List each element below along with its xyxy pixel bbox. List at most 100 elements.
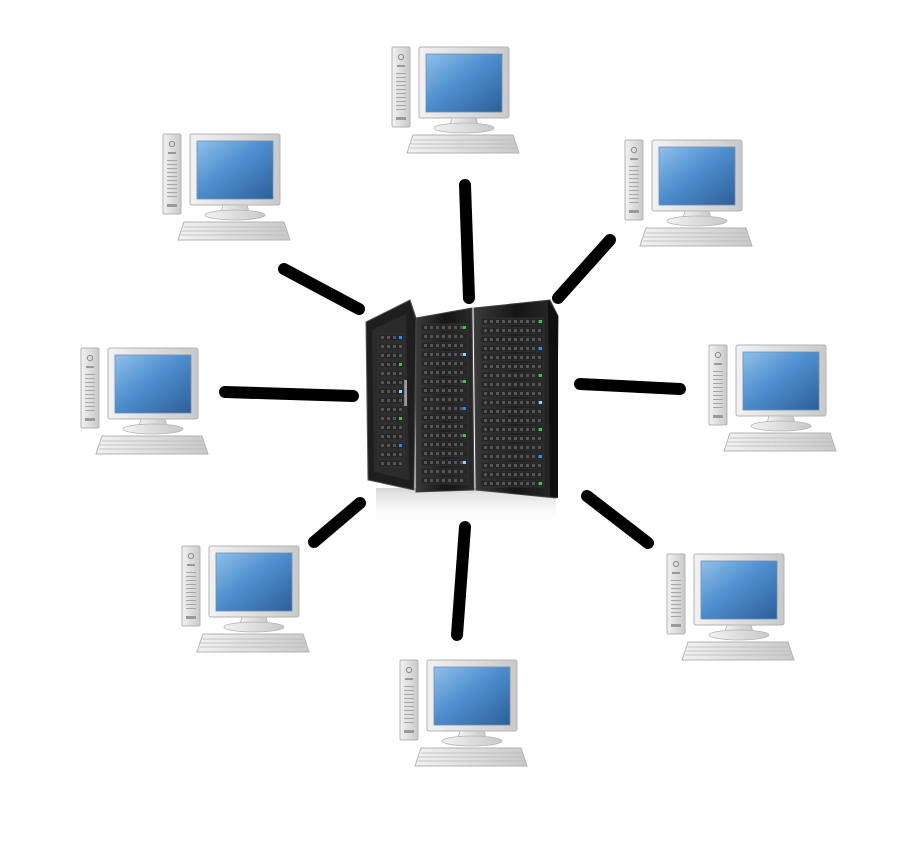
drive-slot: [514, 374, 517, 377]
drive-slot: [460, 407, 463, 410]
drive-slot: [387, 381, 390, 384]
drive-slot: [490, 338, 493, 341]
drive-slot: [484, 320, 487, 323]
drive-slot: [484, 419, 487, 422]
drive-slot: [526, 455, 529, 458]
drive-slot: [526, 464, 529, 467]
drive-slot: [436, 398, 439, 401]
drive-slot: [393, 345, 396, 348]
drive-slot: [520, 464, 523, 467]
drive-slot: [399, 345, 402, 348]
drive-slot: [460, 461, 463, 464]
drive-slot: [393, 408, 396, 411]
drive-slot: [442, 326, 445, 329]
status-led: [539, 374, 542, 377]
drive-slot: [448, 407, 451, 410]
drive-slot: [514, 320, 517, 323]
drive-slot: [381, 363, 384, 366]
drive-slot: [393, 390, 396, 393]
drive-slot: [442, 362, 445, 365]
desktop-computer-icon: [182, 546, 309, 652]
drive-slot: [508, 437, 511, 440]
drive-slot: [532, 392, 535, 395]
status-led: [399, 336, 402, 339]
status-led: [539, 320, 542, 323]
drive-slot: [502, 374, 505, 377]
drive-slot: [514, 455, 517, 458]
drive-slot: [460, 362, 463, 365]
drive-slot: [381, 345, 384, 348]
drive-slot: [454, 443, 457, 446]
status-led: [539, 401, 542, 404]
drive-slot: [532, 446, 535, 449]
drive-slot: [381, 417, 384, 420]
drive-slot: [526, 383, 529, 386]
drive-slot: [532, 374, 535, 377]
drive-slot: [381, 372, 384, 375]
drive-slot: [393, 453, 396, 456]
drive-slot: [514, 356, 517, 359]
drive-slot: [484, 392, 487, 395]
drive-slot: [502, 419, 505, 422]
drive-slot: [454, 389, 457, 392]
drive-slot: [538, 437, 541, 440]
drive-slot: [490, 320, 493, 323]
drive-slot: [424, 380, 427, 383]
drive-slot: [436, 362, 439, 365]
drive-slot: [514, 329, 517, 332]
link-right: [580, 384, 680, 389]
drive-slot: [399, 372, 402, 375]
drive-slot: [532, 356, 535, 359]
drive-slot: [424, 452, 427, 455]
drive-slot: [436, 335, 439, 338]
drive-slot: [508, 347, 511, 350]
drive-slot: [490, 410, 493, 413]
drive-slot: [490, 464, 493, 467]
drive-slot: [532, 401, 535, 404]
status-led: [399, 417, 402, 420]
drive-slot: [424, 416, 427, 419]
drive-slot: [532, 320, 535, 323]
drive-slot: [526, 446, 529, 449]
drive-slot: [399, 408, 402, 411]
desktop-computer-icon: [81, 348, 208, 454]
drive-slot: [520, 410, 523, 413]
desktop-computer-icon: [709, 345, 836, 451]
drive-slot: [460, 380, 463, 383]
drive-slot: [424, 371, 427, 374]
link-top-left: [284, 269, 359, 309]
drive-slot: [448, 479, 451, 482]
drive-slot: [448, 470, 451, 473]
drive-slot: [496, 347, 499, 350]
drive-slot: [460, 344, 463, 347]
drive-slot: [424, 389, 427, 392]
drive-slot: [460, 335, 463, 338]
drive-slot: [502, 320, 505, 323]
status-led: [463, 380, 466, 383]
drive-slot: [490, 437, 493, 440]
drive-slot: [502, 383, 505, 386]
drive-slot: [532, 455, 535, 458]
drive-slot: [508, 428, 511, 431]
drive-slot: [460, 326, 463, 329]
link-left: [225, 392, 353, 396]
drive-slot: [514, 473, 517, 476]
drive-slot: [520, 365, 523, 368]
drive-slot: [460, 452, 463, 455]
status-led: [539, 347, 542, 350]
drive-slot: [532, 347, 535, 350]
drive-slot: [508, 482, 511, 485]
drive-slot: [490, 329, 493, 332]
drive-slot: [496, 446, 499, 449]
drive-slot: [442, 470, 445, 473]
drive-slot: [454, 434, 457, 437]
drive-slot: [526, 356, 529, 359]
drive-slot: [484, 356, 487, 359]
drive-slot: [448, 335, 451, 338]
status-led: [539, 482, 542, 485]
desktop-computer-icon: [667, 554, 794, 660]
drive-slot: [484, 437, 487, 440]
drive-slot: [538, 464, 541, 467]
drive-slot: [454, 326, 457, 329]
drive-slot: [490, 356, 493, 359]
